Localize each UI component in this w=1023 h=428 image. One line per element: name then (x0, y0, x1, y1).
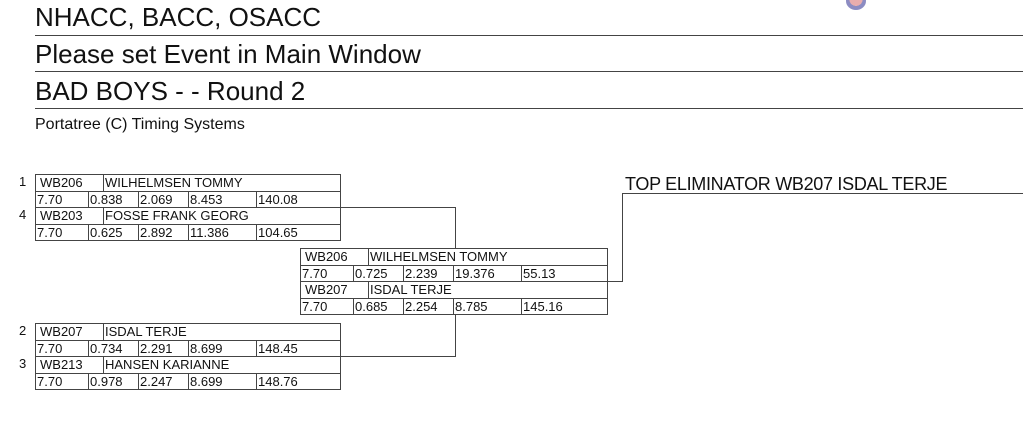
timing-credit: Portatree (C) Timing Systems (35, 116, 245, 133)
run-sixty: 2.239 (403, 265, 453, 282)
connector (622, 193, 1023, 194)
racer-name-row: WB206 WILHELMSEN TOMMY (36, 175, 340, 192)
seed-number: 1 (19, 174, 27, 189)
racer-name-row: WB213 HANSEN KARIANNE (36, 357, 340, 374)
connector (607, 281, 623, 282)
racer-name-row: WB203 FOSSE FRANK GEORG (36, 208, 340, 225)
event-name: Please set Event in Main Window (35, 39, 421, 69)
run-dial: 7.70 (302, 298, 328, 314)
run-rt: 0.625 (88, 224, 138, 241)
racer-name: FOSSE FRANK GEORG (103, 208, 340, 224)
racer-name-row: WB207 ISDAL TERJE (301, 282, 607, 299)
run-sixty: 2.069 (138, 191, 188, 208)
run-dial: 7.70 (37, 191, 63, 207)
connector (455, 207, 456, 248)
run-sixty: 2.892 (138, 224, 188, 241)
racer-name: WILHELMSEN TOMMY (103, 175, 340, 191)
class-round-title: BAD BOYS - - Round 2 (35, 76, 306, 106)
run-sixty: 2.291 (138, 340, 188, 357)
car-number: WB206 (40, 175, 83, 190)
car-number: WB213 (40, 357, 83, 372)
divider (35, 71, 1023, 72)
run-mph: 140.08 (256, 191, 340, 208)
top-eliminator-winner: TOP ELIMINATOR WB207 ISDAL TERJE (625, 174, 948, 194)
run-rt: 0.838 (88, 191, 138, 208)
racer-name: HANSEN KARIANNE (103, 357, 340, 373)
car-number: WB207 (305, 282, 348, 297)
run-et: 8.699 (188, 373, 256, 390)
racer-name-row: WB206 WILHELMSEN TOMMY (301, 249, 607, 266)
run-mph: 55.13 (521, 265, 607, 282)
connector (340, 356, 456, 357)
run-mph: 148.45 (256, 340, 340, 357)
run-sixty: 2.247 (138, 373, 188, 390)
run-mph: 145.16 (521, 298, 607, 315)
run-dial: 7.70 (302, 265, 328, 281)
seed-number: 4 (19, 207, 27, 222)
connector (340, 207, 456, 208)
connector (622, 193, 623, 282)
run-et: 8.453 (188, 191, 256, 208)
run-rt: 0.734 (88, 340, 138, 357)
car-number: WB203 (40, 208, 83, 223)
connector (455, 315, 456, 357)
racer-name: WILHELMSEN TOMMY (368, 249, 607, 265)
club-logo (846, 0, 866, 10)
run-et: 8.785 (453, 298, 521, 315)
run-et: 19.376 (453, 265, 521, 282)
run-mph: 148.76 (256, 373, 340, 390)
run-rt: 0.685 (353, 298, 403, 315)
run-dial: 7.70 (37, 340, 63, 356)
run-rt: 0.725 (353, 265, 403, 282)
run-et: 11.386 (188, 224, 256, 241)
run-mph: 104.65 (256, 224, 340, 241)
car-number: WB206 (305, 249, 348, 264)
run-et: 8.699 (188, 340, 256, 357)
car-number: WB207 (40, 324, 83, 339)
seed-number: 2 (19, 323, 27, 338)
racer-name: ISDAL TERJE (103, 324, 340, 340)
divider (35, 108, 1023, 109)
run-sixty: 2.254 (403, 298, 453, 315)
run-rt: 0.978 (88, 373, 138, 390)
run-dial: 7.70 (37, 224, 63, 240)
seed-number: 3 (19, 356, 27, 371)
run-dial: 7.70 (37, 373, 63, 389)
racer-name-row: WB207 ISDAL TERJE (36, 324, 340, 341)
event-organizers: NHACC, BACC, OSACC (35, 2, 322, 32)
racer-name: ISDAL TERJE (368, 282, 607, 298)
divider (35, 35, 1023, 36)
